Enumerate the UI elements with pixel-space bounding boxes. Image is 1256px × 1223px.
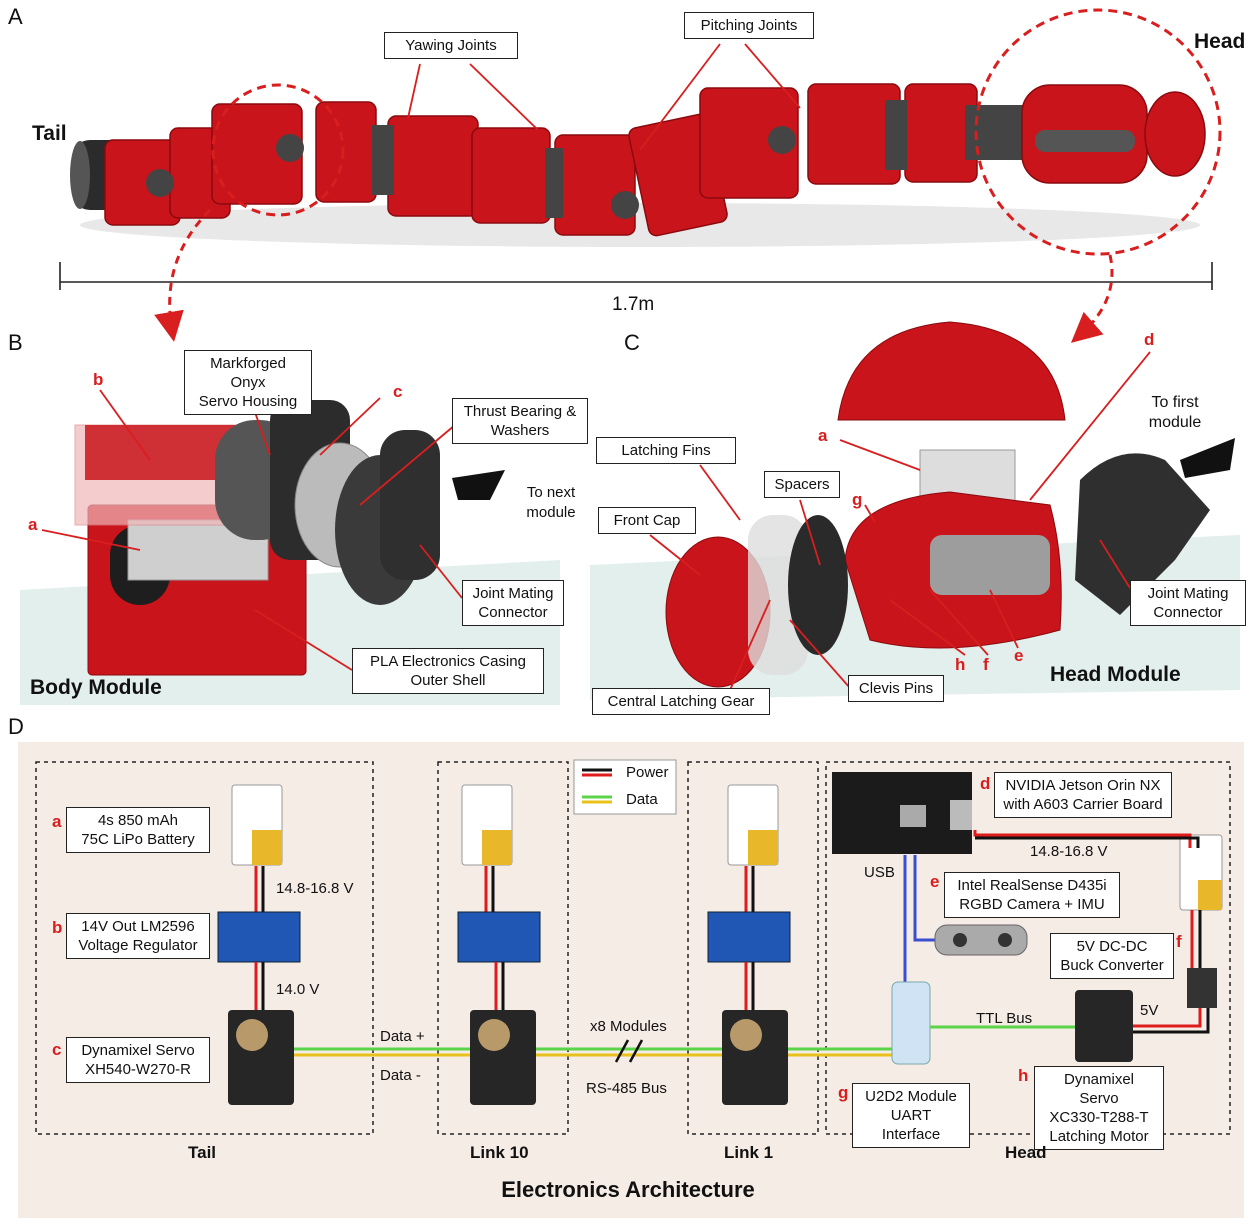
latching-fins-callout: Latching Fins	[596, 437, 736, 464]
joint-mating-connector-callout: Joint Mating Connector	[462, 580, 564, 626]
data-plus-label: Data +	[380, 1028, 425, 1045]
head-module-render	[590, 321, 1240, 700]
head-label-e: e	[1014, 646, 1024, 665]
tail-label: Tail	[32, 122, 67, 145]
battery-voltage: 14.8-16.8 V	[276, 880, 354, 897]
panel-letter-d: D	[8, 714, 24, 739]
head-label-g: g	[852, 490, 863, 509]
servo-housing-callout: Markforged Onyx Servo Housing	[184, 350, 312, 415]
head-label-d: d	[1144, 330, 1155, 349]
head-electronics	[832, 772, 1217, 1065]
front-cap-callout: Front Cap	[598, 507, 696, 534]
head-joint-mating-callout: Joint Mating Connector	[1130, 580, 1246, 626]
u2d2-callout: U2D2 Module UART Interface	[852, 1083, 970, 1148]
d-label-g: g	[838, 1083, 849, 1102]
length-label: 1.7m	[612, 294, 655, 315]
d-label-b: b	[52, 918, 63, 937]
pitching-joints-callout: Pitching Joints	[684, 12, 814, 39]
d-label-d: d	[980, 774, 991, 793]
to-first-module-label: To first module	[1148, 394, 1202, 431]
body-module-title: Body Module	[30, 676, 162, 699]
panel-letter-a: A	[8, 4, 23, 29]
d-label-h: h	[1018, 1066, 1029, 1085]
data-minus-label: Data -	[380, 1067, 421, 1084]
buck-converter-callout: 5V DC-DC Buck Converter	[1050, 933, 1174, 979]
regulator-voltage: 14.0 V	[276, 981, 320, 998]
legend-data: Data	[626, 791, 658, 808]
modules-count-label: x8 Modules	[590, 1018, 667, 1035]
rs485-label: RS-485 Bus	[586, 1080, 667, 1097]
snake-robot-render	[70, 83, 1206, 247]
tail-chain	[217, 784, 1223, 1105]
head-label-a: a	[818, 426, 828, 445]
head-label-h: h	[955, 655, 966, 674]
to-next-module-label: To next module	[526, 484, 576, 521]
d-label-a: a	[52, 812, 62, 831]
panel-letter-b: B	[8, 330, 23, 355]
head-label: Head	[1194, 30, 1246, 53]
body-label-b: b	[93, 370, 104, 389]
head-voltage: 14.8-16.8 V	[1030, 843, 1108, 860]
jetson-callout: NVIDIA Jetson Orin NX with A603 Carrier …	[994, 772, 1172, 818]
d-label-e: e	[930, 872, 940, 891]
servo-callout: Dynamixel Servo XH540-W270-R	[66, 1037, 210, 1083]
d-label-c: c	[52, 1040, 62, 1059]
ttl-bus-label: TTL Bus	[976, 1010, 1033, 1027]
latching-servo-callout: Dynamixel Servo XC330-T288-T Latching Mo…	[1034, 1066, 1164, 1150]
usb-label: USB	[864, 864, 895, 881]
thrust-bearing-callout: Thrust Bearing & Washers	[452, 398, 588, 444]
clevis-pins-callout: Clevis Pins	[848, 675, 944, 702]
central-latching-gear-callout: Central Latching Gear	[592, 688, 770, 715]
electronics-title: Electronics Architecture	[501, 1177, 755, 1202]
panel-letter-c: C	[624, 330, 640, 355]
head-label-f: f	[983, 655, 989, 674]
regulator-callout: 14V Out LM2596 Voltage Regulator	[66, 913, 210, 959]
group-head: Head	[1005, 1143, 1047, 1162]
group-link1: Link 1	[724, 1143, 774, 1162]
group-link10: Link 10	[470, 1143, 529, 1162]
d-label-f: f	[1176, 932, 1182, 951]
head-module-title: Head Module	[1050, 663, 1181, 686]
electronics-casing-callout: PLA Electronics Casing Outer Shell	[352, 648, 544, 694]
five-volt-label: 5V	[1140, 1002, 1159, 1019]
legend-power: Power	[626, 764, 669, 781]
yawing-joints-callout: Yawing Joints	[384, 32, 518, 59]
group-tail: Tail	[188, 1143, 217, 1162]
body-label-c: c	[393, 382, 403, 401]
realsense-callout: Intel RealSense D435i RGBD Camera + IMU	[944, 872, 1120, 918]
body-label-a: a	[28, 515, 38, 534]
battery-callout: 4s 850 mAh 75C LiPo Battery	[66, 807, 210, 853]
spacers-callout: Spacers	[764, 471, 840, 498]
